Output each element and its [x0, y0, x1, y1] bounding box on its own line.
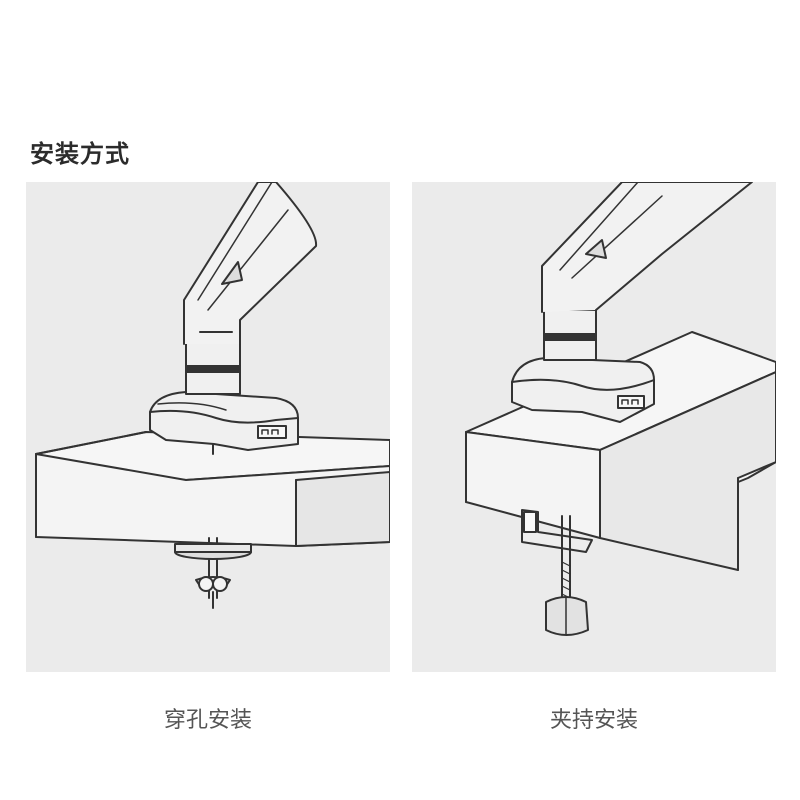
grommet-mount-illustration — [35, 182, 390, 609]
grommet-mount-caption: 穿孔安装 — [163, 708, 252, 733]
section-title: 安装方式 — [30, 140, 130, 168]
clamp-mount-illustration — [465, 182, 776, 636]
clamp-mount-panel — [412, 182, 776, 672]
grommet-mount-panel — [26, 182, 390, 672]
clamp-mount-caption: 夹持安装 — [549, 708, 638, 733]
